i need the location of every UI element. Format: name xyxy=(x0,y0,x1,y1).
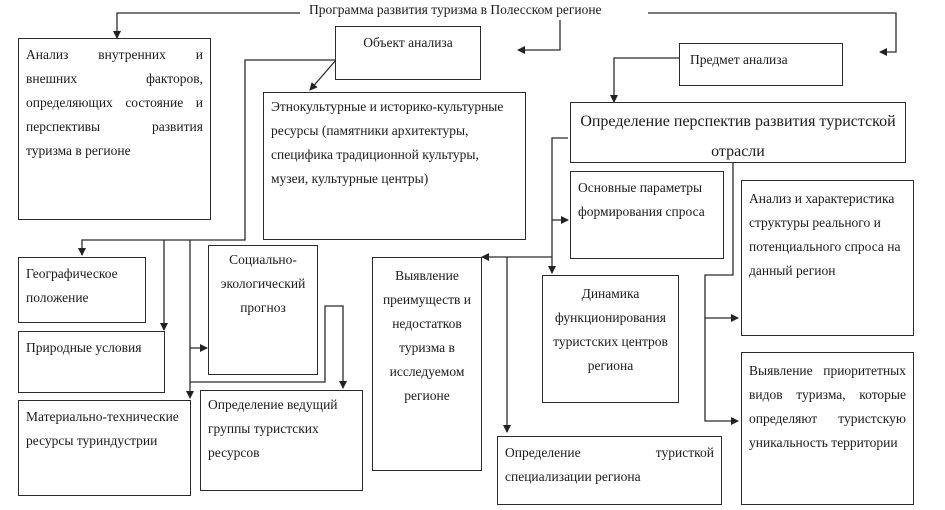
edge-object-left xyxy=(78,59,336,256)
node-demand-params: Основные параметры формирования спроса xyxy=(570,171,724,259)
node-geo: Географическое положение xyxy=(18,257,146,323)
node-specialization: Определение туристкой специализации реги… xyxy=(497,436,722,505)
diagram-title: Программа развития туризма в Полесском р… xyxy=(305,2,606,18)
node-leading-group: Определение ведущий группы туристских ре… xyxy=(200,390,363,491)
edge-title-analysis xyxy=(113,12,300,39)
edge-title-object xyxy=(517,20,561,54)
edge-loop xyxy=(190,305,347,389)
node-demand-analysis: Анализ и характеристика структуры реальн… xyxy=(741,180,914,336)
edge-subject-persp xyxy=(610,57,680,103)
node-perspectives: Определение перспектив развития туристск… xyxy=(570,102,906,163)
node-natural: Природные условия xyxy=(18,331,165,393)
node-social-eco: Социально-экологический прогноз xyxy=(208,245,318,375)
node-material: Материально-технические ресурсы туриндус… xyxy=(18,400,191,496)
node-subject: Предмет анализа xyxy=(679,43,843,86)
node-advantages: Выявление преимуществ и недостатков тури… xyxy=(372,257,482,471)
node-priority-types: Выявление приоритетных видов туризма, ко… xyxy=(741,352,914,505)
node-object: Объект анализа xyxy=(335,26,481,80)
node-analysis-factors: Анализ внутренних и внешних факторов, оп… xyxy=(18,38,211,220)
node-ethnocultural: Этнокультурные и историко-культурные рес… xyxy=(263,92,526,240)
edge-persp-right xyxy=(704,163,739,322)
edge-persp-priority xyxy=(704,318,739,425)
edge-object-ethno xyxy=(309,59,337,91)
edge-title-subject xyxy=(648,12,897,56)
node-dynamics: Динамика функционирования туристских цен… xyxy=(542,275,679,403)
edge-persp-params xyxy=(551,137,569,224)
